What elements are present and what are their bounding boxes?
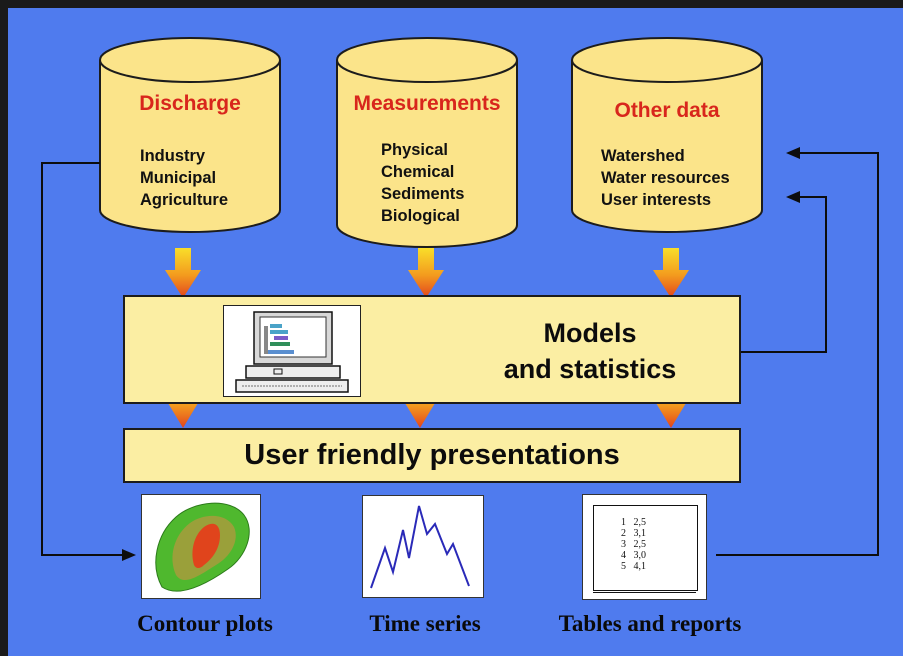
arrow-discharge-to-models (165, 248, 201, 298)
measurements-items: Physical Chemical Sediments Biological (381, 139, 464, 227)
feedback-arrow-tables-to-otherdata (716, 147, 879, 556)
models-line1: Models (543, 318, 637, 348)
models-line2: and statistics (503, 354, 677, 384)
measurements-item: Physical (381, 141, 448, 159)
discharge-title: Discharge (139, 92, 241, 115)
measurements-item: Chemical (381, 163, 455, 181)
arrow-discharge-to-contour (41, 162, 136, 561)
time-series-label: Time series (369, 611, 481, 636)
cylinder-other-data (571, 37, 763, 233)
cylinder-measurements (336, 37, 518, 248)
feedback-arrow-models-to-otherdata (740, 191, 827, 353)
models-box: Models and statistics (123, 295, 741, 404)
table-bottom-rule (593, 589, 696, 593)
discharge-items: Industry Municipal Agriculture (140, 145, 228, 211)
measurements-item: Sediments (381, 185, 465, 203)
discharge-item: Agriculture (140, 191, 229, 209)
discharge-item: Municipal (140, 169, 217, 187)
cylinder-discharge (99, 37, 281, 233)
models-label: Models and statistics (425, 315, 755, 387)
table-frame (593, 505, 698, 591)
contour-plots-label: Contour plots (137, 611, 273, 636)
computer-icon (223, 305, 361, 397)
otherdata-item: User interests (601, 191, 712, 209)
contour-plot-thumbnail (141, 494, 261, 599)
otherdata-item: Water resources (601, 169, 730, 187)
table-row: 3 2,5 (621, 539, 646, 550)
measurements-item: Biological (381, 207, 460, 225)
discharge-item: Industry (140, 147, 206, 165)
arrow-otherdata-to-models (653, 248, 689, 298)
tables-reports-label: Tables and reports (558, 611, 742, 636)
arrow-measurements-to-models (408, 248, 444, 298)
otherdata-items: Watershed Water resources User interests (601, 145, 730, 211)
otherdata-item: Watershed (601, 147, 685, 165)
measurements-title: Measurements (353, 92, 501, 115)
time-series-thumbnail (362, 495, 484, 598)
table-row: 4 3,0 (621, 550, 646, 561)
presentations-label: User friendly presentations (244, 439, 620, 471)
table-thumbnail: 1 2,5 2 3,1 3 2,5 4 3,0 5 4,1 (582, 494, 707, 600)
table-rows: 1 2,5 2 3,1 3 2,5 4 3,0 5 4,1 (621, 517, 646, 572)
otherdata-title: Other data (614, 99, 720, 122)
table-row: 5 4,1 (621, 561, 646, 572)
table-row: 1 2,5 (621, 517, 646, 528)
presentations-box: User friendly presentations (123, 428, 741, 483)
table-row: 2 3,1 (621, 528, 646, 539)
